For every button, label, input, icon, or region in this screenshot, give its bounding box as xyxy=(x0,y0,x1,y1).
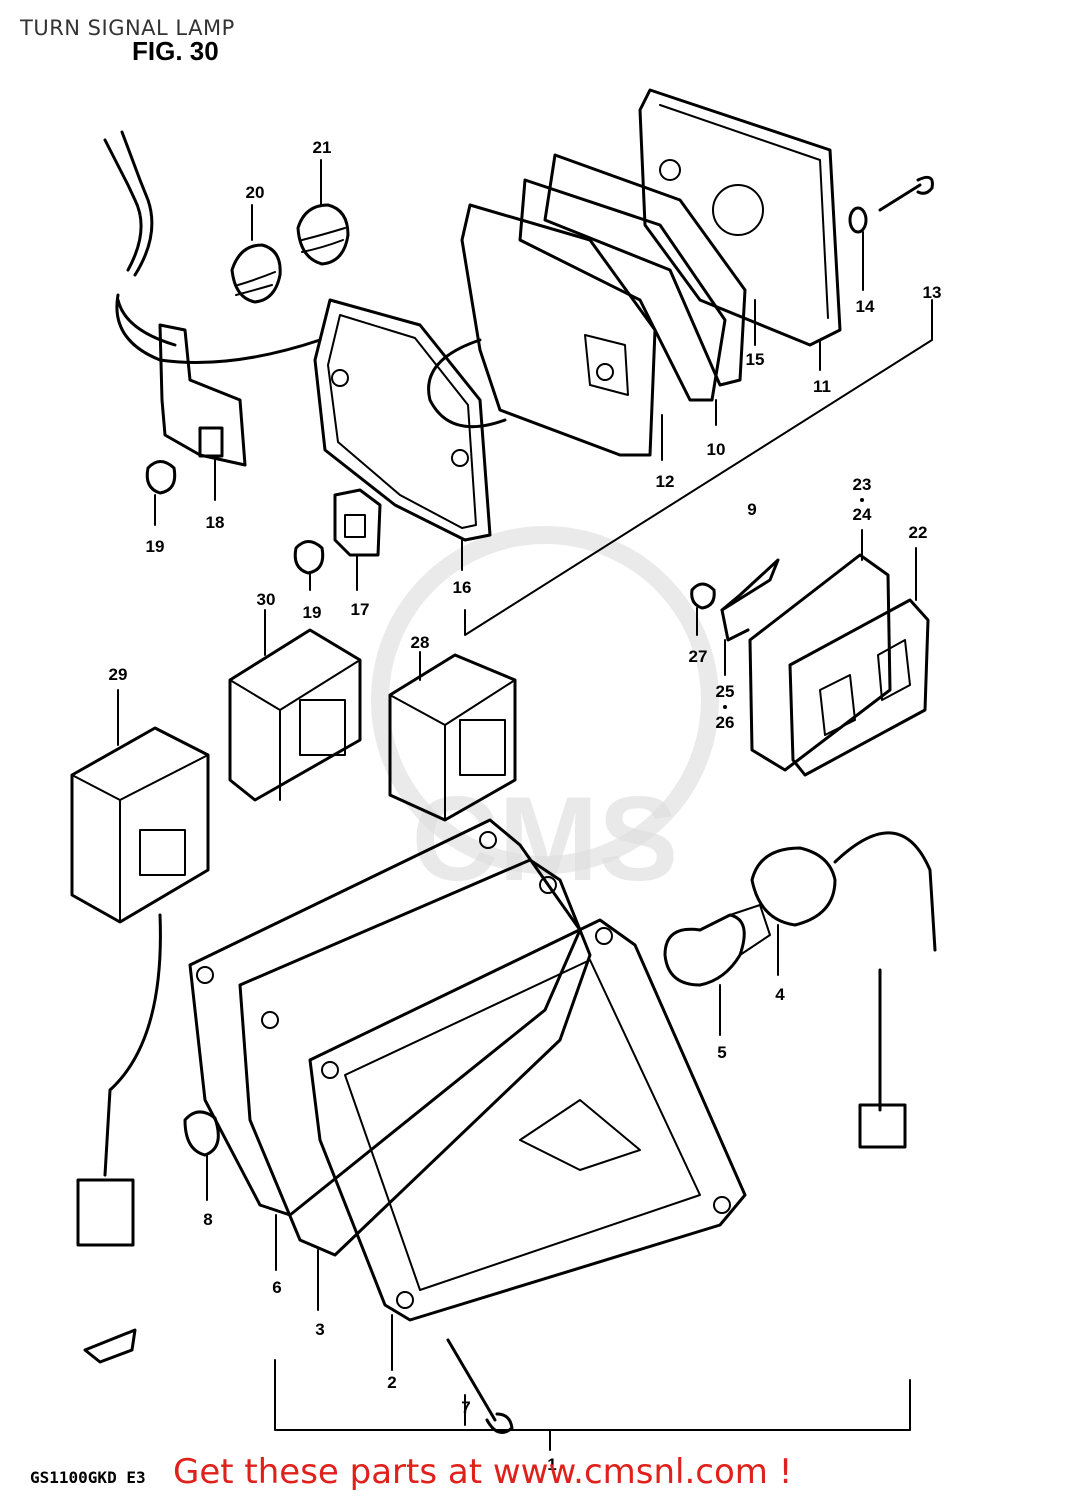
callout-4: 4 xyxy=(775,985,785,1004)
lens-cover-part-2[interactable] xyxy=(308,918,747,1322)
callout-2: 2 xyxy=(387,1373,396,1392)
nut-part-19b[interactable] xyxy=(293,540,325,575)
callout-labels: 2 3 4 5 6 7 8 9 10 11 12 13 14 15 16 17 … xyxy=(109,138,942,1474)
flasher-part-29[interactable] xyxy=(70,726,210,1247)
callout-19b: 19 xyxy=(303,603,322,622)
callout-30: 30 xyxy=(257,590,276,609)
leader-lines xyxy=(117,159,933,1451)
callout-11: 11 xyxy=(813,377,831,396)
callout-28: 28 xyxy=(411,633,430,652)
washer-part-14[interactable] xyxy=(848,206,868,234)
callout-15: 15 xyxy=(746,350,765,369)
bracket-part-18[interactable] xyxy=(158,323,247,467)
bracket-part-25[interactable] xyxy=(720,558,780,642)
lens-part-3[interactable] xyxy=(238,858,592,1257)
wire-harness-part[interactable] xyxy=(103,130,322,364)
gasket-part-10[interactable] xyxy=(518,178,727,402)
bulb-part-5[interactable] xyxy=(663,904,771,987)
callout-26: 26 xyxy=(716,713,735,732)
callout-12: 12 xyxy=(656,472,675,491)
nut-part-27[interactable] xyxy=(690,582,716,610)
grommet-part-20[interactable] xyxy=(230,243,282,304)
lens-frame-part-15[interactable] xyxy=(543,153,764,387)
callout-18: 18 xyxy=(206,513,225,532)
callout-25: 25 xyxy=(716,682,735,701)
promo-link[interactable]: Get these parts at www.cmsnl.com ! xyxy=(173,1452,793,1492)
callout-24: 24 xyxy=(853,505,872,524)
callout-23: 23 xyxy=(853,475,872,494)
callout-14: 14 xyxy=(856,297,875,316)
callout-7: 7 xyxy=(461,1398,470,1417)
callout-8: 8 xyxy=(203,1210,212,1229)
page-title: TURN SIGNAL LAMP xyxy=(20,16,235,40)
callout-27: 27 xyxy=(689,647,708,666)
gasket-part-6[interactable] xyxy=(188,818,582,1217)
callout-10: 10 xyxy=(707,440,726,459)
grommet-part-8[interactable] xyxy=(183,1110,220,1157)
relay-part-30[interactable] xyxy=(228,628,362,802)
relay-part-28[interactable] xyxy=(388,653,517,822)
model-code: GS1100GKD E3 xyxy=(30,1468,146,1487)
label-separator-dot xyxy=(723,705,727,709)
callout-13: 13 xyxy=(923,283,942,302)
watermark-text: CMS xyxy=(412,772,679,906)
reflector-part-22[interactable] xyxy=(748,553,930,777)
clip-part-17[interactable] xyxy=(333,488,382,557)
callout-6: 6 xyxy=(272,1278,281,1297)
figure-title: FIG. 30 xyxy=(132,36,219,66)
callout-1: 1 xyxy=(547,1455,556,1474)
callout-21: 21 xyxy=(313,138,332,157)
watermark-logo: CMS xyxy=(371,526,719,906)
nut-part-19a[interactable] xyxy=(145,460,177,495)
housing-part-12[interactable] xyxy=(427,203,657,457)
callout-20: 20 xyxy=(246,183,265,202)
grommet-part-21[interactable] xyxy=(296,203,350,266)
callout-3: 3 xyxy=(315,1320,324,1339)
callout-9: 9 xyxy=(747,500,756,519)
gasket-part-16[interactable] xyxy=(313,298,492,542)
callout-17: 17 xyxy=(351,600,370,619)
callout-19a: 19 xyxy=(146,537,165,556)
callout-16: 16 xyxy=(453,578,472,597)
screw-part-7[interactable] xyxy=(446,1338,514,1434)
callout-5: 5 xyxy=(717,1043,726,1062)
lens-part-11[interactable] xyxy=(638,88,842,347)
label-separator-dot xyxy=(860,498,864,502)
socket-part-4[interactable] xyxy=(750,831,937,1149)
screw-part-13[interactable] xyxy=(878,175,934,212)
front-arrow-icon xyxy=(83,1328,137,1364)
callout-29: 29 xyxy=(109,665,128,684)
callout-22: 22 xyxy=(909,523,928,542)
